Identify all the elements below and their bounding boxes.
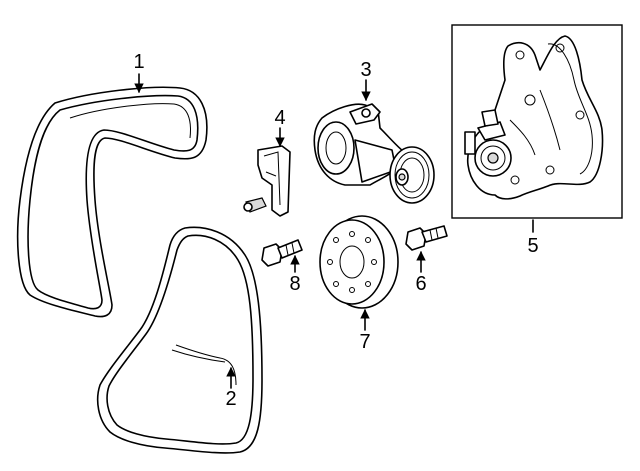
bolt-6[interactable] — [405, 225, 448, 251]
callout-5: 5 — [527, 235, 538, 257]
callout-2: 2 — [225, 388, 236, 410]
bracket[interactable] — [243, 145, 291, 217]
callout-4: 4 — [274, 107, 285, 129]
water-pump[interactable] — [464, 35, 604, 200]
callout-3: 3 — [360, 59, 371, 81]
callout-6: 6 — [415, 273, 426, 295]
bolt-8[interactable] — [261, 239, 303, 267]
belt-tensioner[interactable] — [313, 103, 435, 204]
callout-1: 1 — [133, 51, 144, 73]
callout-8: 8 — [289, 273, 300, 295]
leader-lines — [134, 73, 534, 389]
pulley[interactable] — [319, 215, 399, 309]
serpentine-belt-2[interactable] — [96, 226, 263, 454]
callout-7: 7 — [359, 331, 370, 353]
serpentine-belt-1[interactable] — [16, 86, 208, 318]
